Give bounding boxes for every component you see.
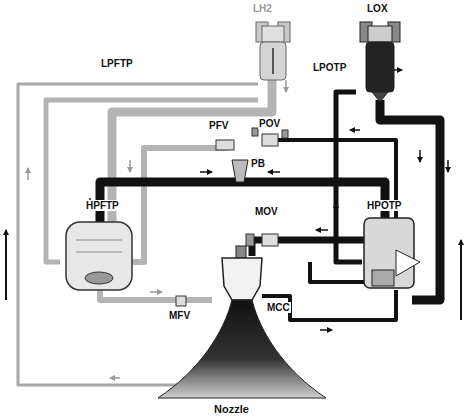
part-label: LOX	[366, 3, 389, 14]
part-label: LH2	[252, 3, 273, 14]
hpotp-pump	[364, 218, 420, 288]
hpftp-pump	[66, 222, 132, 290]
part-label: MOV	[254, 206, 279, 217]
part-label: LPFTP	[100, 58, 134, 69]
part-label: MFV	[168, 310, 191, 321]
lpotp-pump	[360, 22, 400, 102]
lpftp-pump	[256, 22, 290, 80]
nozzle-figure	[158, 246, 326, 398]
part-label: LPOTP	[312, 62, 347, 73]
part-label: MCC	[266, 302, 291, 313]
part-label: POV	[258, 118, 281, 129]
part-label: Nozzle	[213, 404, 250, 415]
part-label: HPFTP	[85, 200, 120, 211]
part-label: PFV	[208, 120, 229, 131]
part-label: PB	[250, 158, 266, 169]
part-label: HPOTP	[366, 200, 402, 211]
